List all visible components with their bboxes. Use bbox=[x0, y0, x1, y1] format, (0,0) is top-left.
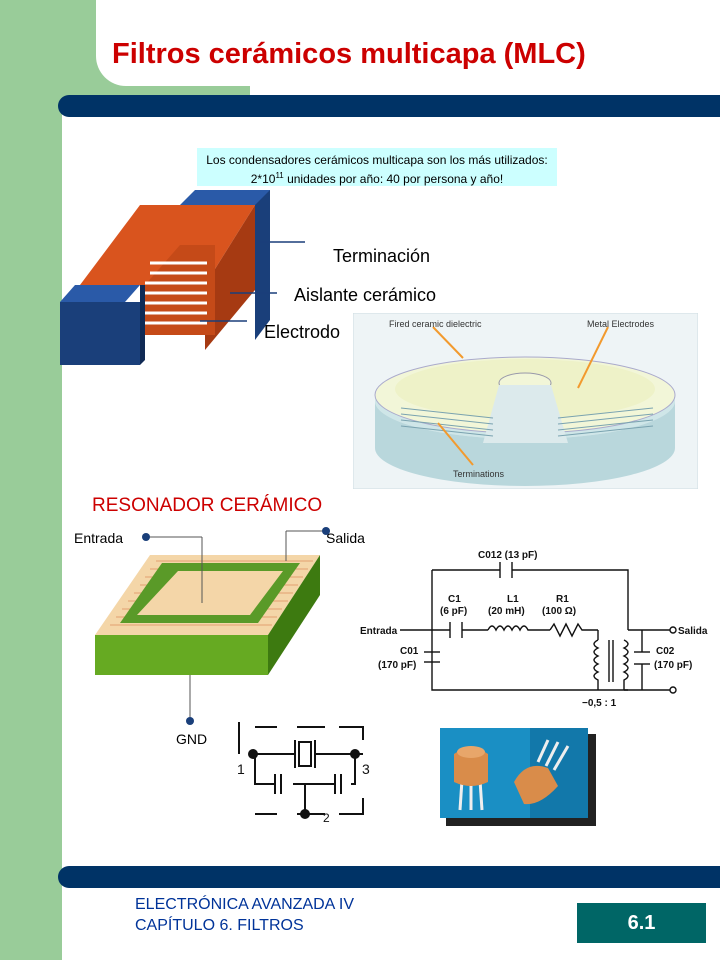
title-tab bbox=[96, 0, 720, 86]
top-divider-bar bbox=[58, 95, 720, 117]
sidebar-stripe bbox=[0, 0, 62, 960]
label-l1-value: (20 mH) bbox=[488, 606, 525, 617]
pin-3-label: 3 bbox=[362, 761, 370, 777]
label-c01-value: (170 pF) bbox=[378, 660, 416, 671]
label-c02-value: (170 pF) bbox=[654, 660, 692, 671]
label-c1: C1 bbox=[448, 594, 461, 605]
label-terminations: Terminations bbox=[453, 469, 505, 479]
label-c01: C01 bbox=[400, 646, 419, 657]
label-aislante: Aislante cerámico bbox=[294, 285, 437, 305]
info-base: 2*10 bbox=[250, 172, 276, 186]
label-c012: C012 (13 pF) bbox=[478, 550, 537, 561]
footer-line-1: ELECTRÓNICA AVANZADA IV bbox=[135, 896, 355, 913]
page-title: Filtros cerámicos multicapa (MLC) bbox=[112, 38, 586, 70]
page-number: 6.1 bbox=[577, 903, 706, 943]
info-line-1: Los condensadores cerámicos multicapa so… bbox=[206, 153, 548, 167]
label-c1-value: (6 pF) bbox=[440, 606, 467, 617]
label-circuit-salida: Salida bbox=[678, 626, 708, 637]
footer-text: ELECTRÓNICA AVANZADA IV CAPÍTULO 6. FILT… bbox=[135, 894, 354, 936]
info-exponent: 11 bbox=[275, 171, 284, 180]
label-gnd: GND bbox=[176, 731, 208, 747]
info-box: Los condensadores cerámicos multicapa so… bbox=[197, 148, 557, 186]
label-r1: R1 bbox=[556, 594, 569, 605]
label-ratio: −0,5 : 1 bbox=[582, 698, 617, 709]
label-circuit-entrada: Entrada bbox=[360, 626, 398, 637]
label-electrodo: Electrodo bbox=[264, 322, 341, 342]
footer-line-2: CAPÍTULO 6. FILTROS bbox=[135, 917, 304, 934]
label-entrada: Entrada bbox=[74, 530, 124, 546]
label-c02: C02 bbox=[656, 646, 675, 657]
info-rest: unidades por año: 40 por persona y año! bbox=[283, 172, 504, 186]
resonator-photo bbox=[440, 728, 596, 826]
label-l1: L1 bbox=[507, 594, 519, 605]
bottom-divider-bar bbox=[58, 866, 720, 888]
info-line-2: 2*1011 unidades por año: 40 por persona … bbox=[197, 168, 557, 187]
resonator-symbol: 1 3 2 bbox=[237, 722, 370, 822]
equivalent-circuit: C012 (13 pF) C1 (6 pF) L1 (20 mH) R1 (10… bbox=[360, 550, 708, 709]
label-electrodes: Metal Electrodes bbox=[587, 319, 655, 329]
pin-2-label: 2 bbox=[323, 811, 330, 822]
label-r1-value: (100 Ω) bbox=[542, 606, 576, 617]
pin-1-label: 1 bbox=[237, 761, 245, 777]
label-dielectric: Fired ceramic dielectric bbox=[389, 319, 482, 329]
label-salida: Salida bbox=[326, 530, 365, 546]
label-terminacion: Terminación bbox=[333, 246, 431, 266]
disc-capacitor-figure: Fired ceramic dielectric Metal Electrode… bbox=[353, 313, 698, 489]
ceramic-resonator-block bbox=[95, 527, 330, 725]
mlc-chip-illustration bbox=[60, 190, 305, 365]
resonator-title: RESONADOR CERÁMICO bbox=[92, 495, 323, 516]
